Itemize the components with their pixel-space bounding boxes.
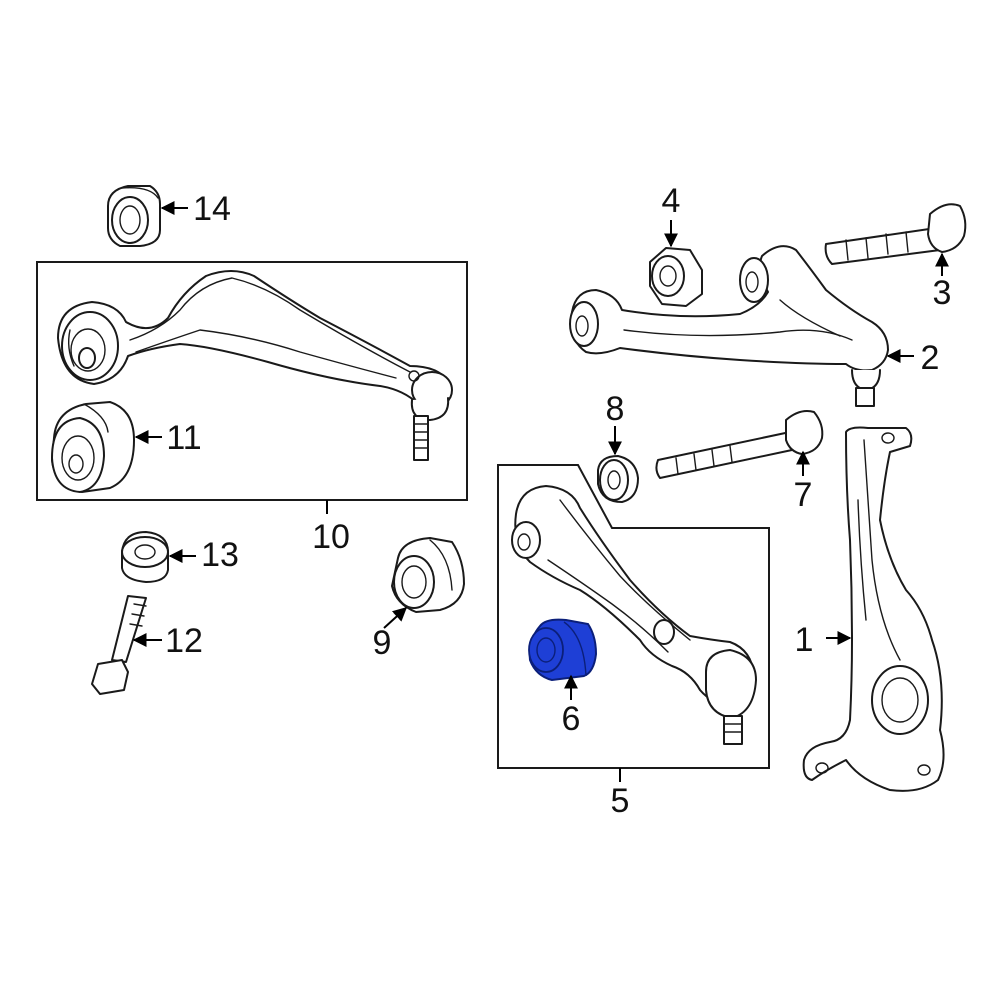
part-4-nut[interactable] — [649, 247, 703, 307]
part-14-bushing[interactable] — [107, 185, 161, 247]
arrow-9 — [383, 607, 408, 629]
assembly-box-10 — [36, 261, 468, 501]
part-1-knuckle[interactable] — [802, 426, 945, 792]
callout-7: 7 — [794, 476, 813, 514]
callout-9: 9 — [373, 624, 392, 662]
part-5-link-arm[interactable] — [511, 485, 757, 745]
part-6-bushing-highlighted[interactable] — [528, 618, 598, 682]
callout-8: 8 — [606, 390, 625, 428]
part-12-bolt[interactable] — [91, 595, 147, 695]
part-2-upper-arm[interactable] — [569, 245, 889, 407]
part-13-washer[interactable] — [121, 531, 169, 583]
callout-13: 13 — [201, 536, 239, 574]
callout-2: 2 — [921, 339, 940, 377]
callout-4: 4 — [662, 182, 681, 220]
callout-6: 6 — [562, 700, 581, 738]
part-8-washer[interactable] — [597, 455, 639, 503]
callout-12: 12 — [165, 622, 203, 660]
callout-14: 14 — [193, 190, 231, 228]
callout-10: 10 — [312, 518, 350, 556]
part-7-bolt[interactable] — [655, 410, 824, 479]
assembly-box-5 — [497, 464, 770, 769]
callout-5: 5 — [611, 782, 630, 820]
part-10-control-arm[interactable] — [57, 270, 453, 461]
callout-1: 1 — [795, 621, 814, 659]
part-9-bushing[interactable] — [391, 537, 465, 613]
part-11-bushing[interactable] — [51, 401, 135, 493]
part-3-bolt[interactable] — [824, 203, 967, 265]
callout-11: 11 — [166, 419, 201, 457]
callout-3: 3 — [933, 274, 952, 312]
